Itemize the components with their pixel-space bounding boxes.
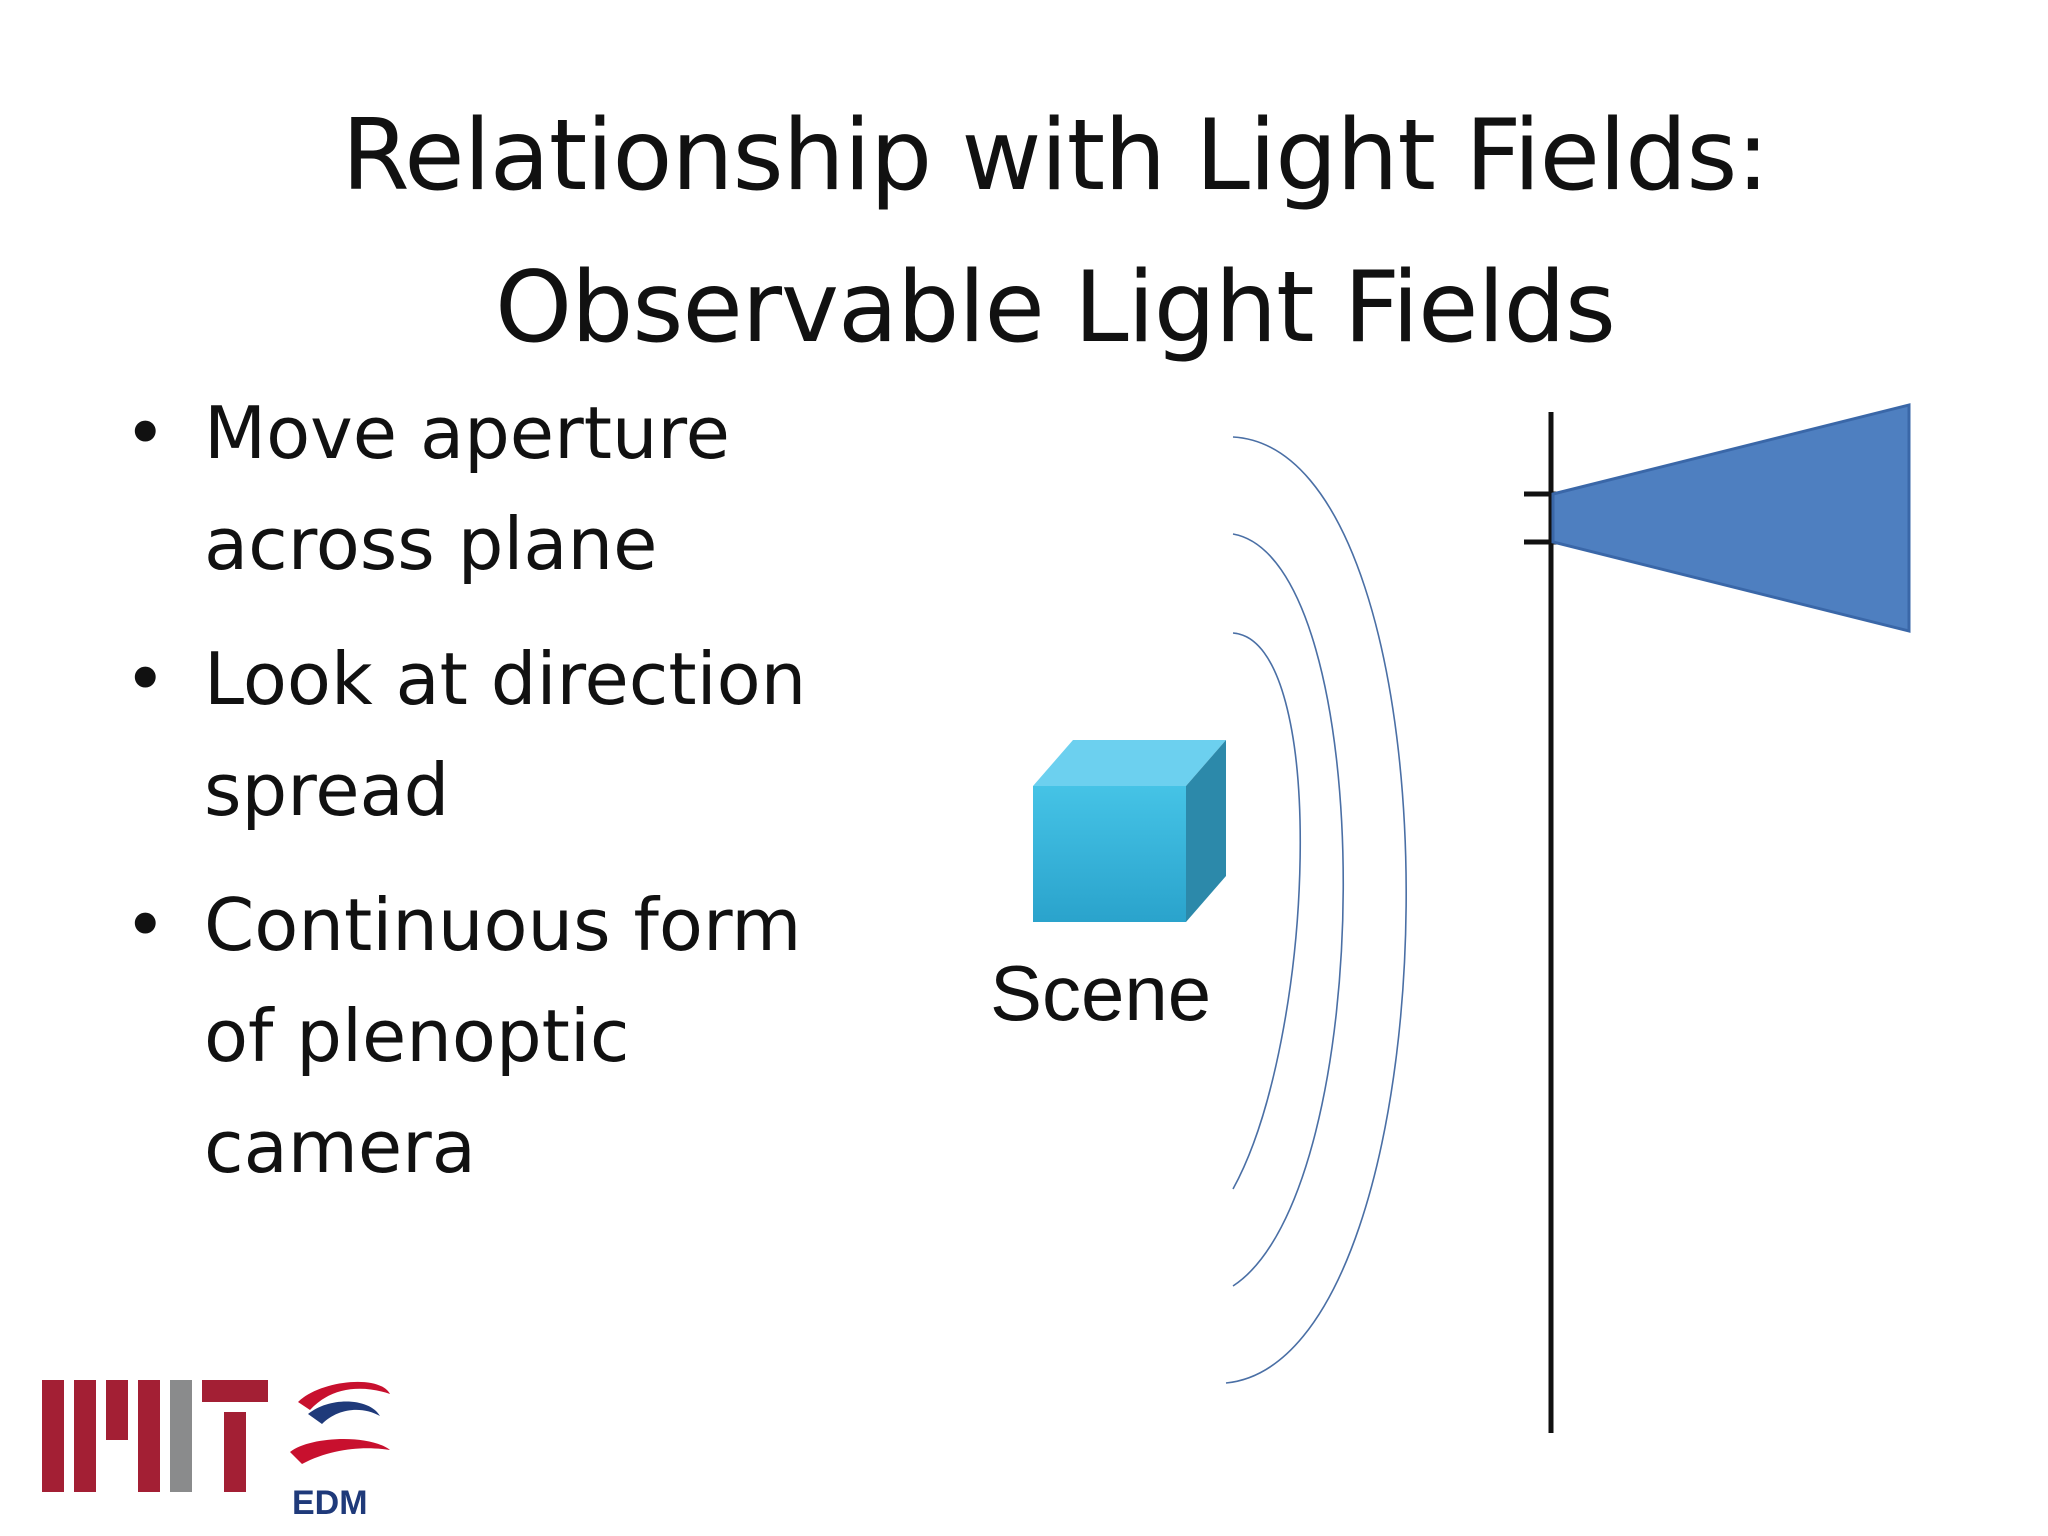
edm-logo — [290, 1381, 390, 1464]
mit-logo — [42, 1380, 268, 1492]
title-line-2: Observable Light Fields — [495, 251, 1616, 365]
mit-edm-logo — [42, 1380, 390, 1492]
bullet-list: • Move aperture across plane • Look at d… — [120, 378, 880, 1227]
slide-title: Relationship with Light Fields: Observab… — [0, 80, 2048, 384]
bullet-dot: • — [124, 391, 167, 475]
scene-label: Scene — [990, 949, 1212, 1037]
bullet-dot: • — [124, 883, 167, 967]
direction-spread-cone — [1551, 403, 1911, 633]
bullet-text-line: camera — [204, 1105, 476, 1189]
bullet-text-line: spread — [204, 748, 450, 832]
bullet-text-line: across plane — [204, 502, 658, 586]
bullet-dot: • — [124, 637, 167, 721]
bullet-item: • Look at direction spread — [120, 624, 880, 846]
wavefront-arc-2 — [1232, 533, 1344, 1287]
wavefront-arc-3 — [1225, 436, 1407, 1384]
bullet-text-line: Look at direction — [204, 637, 807, 721]
bullet-text-line: Continuous form — [204, 883, 802, 967]
bullet-text-line: of plenoptic — [204, 994, 630, 1078]
bullet-item: • Continuous form of plenoptic camera — [120, 870, 880, 1203]
wavefront-arc-1 — [1232, 632, 1301, 1190]
wavefronts — [1225, 436, 1407, 1384]
scene-cube-icon — [1033, 740, 1226, 922]
title-line-1: Relationship with Light Fields: — [341, 99, 1770, 213]
bullet-text-line: Move aperture — [204, 391, 730, 475]
edm-logo-text: EDM — [292, 1484, 368, 1522]
bullet-item: • Move aperture across plane — [120, 378, 880, 600]
